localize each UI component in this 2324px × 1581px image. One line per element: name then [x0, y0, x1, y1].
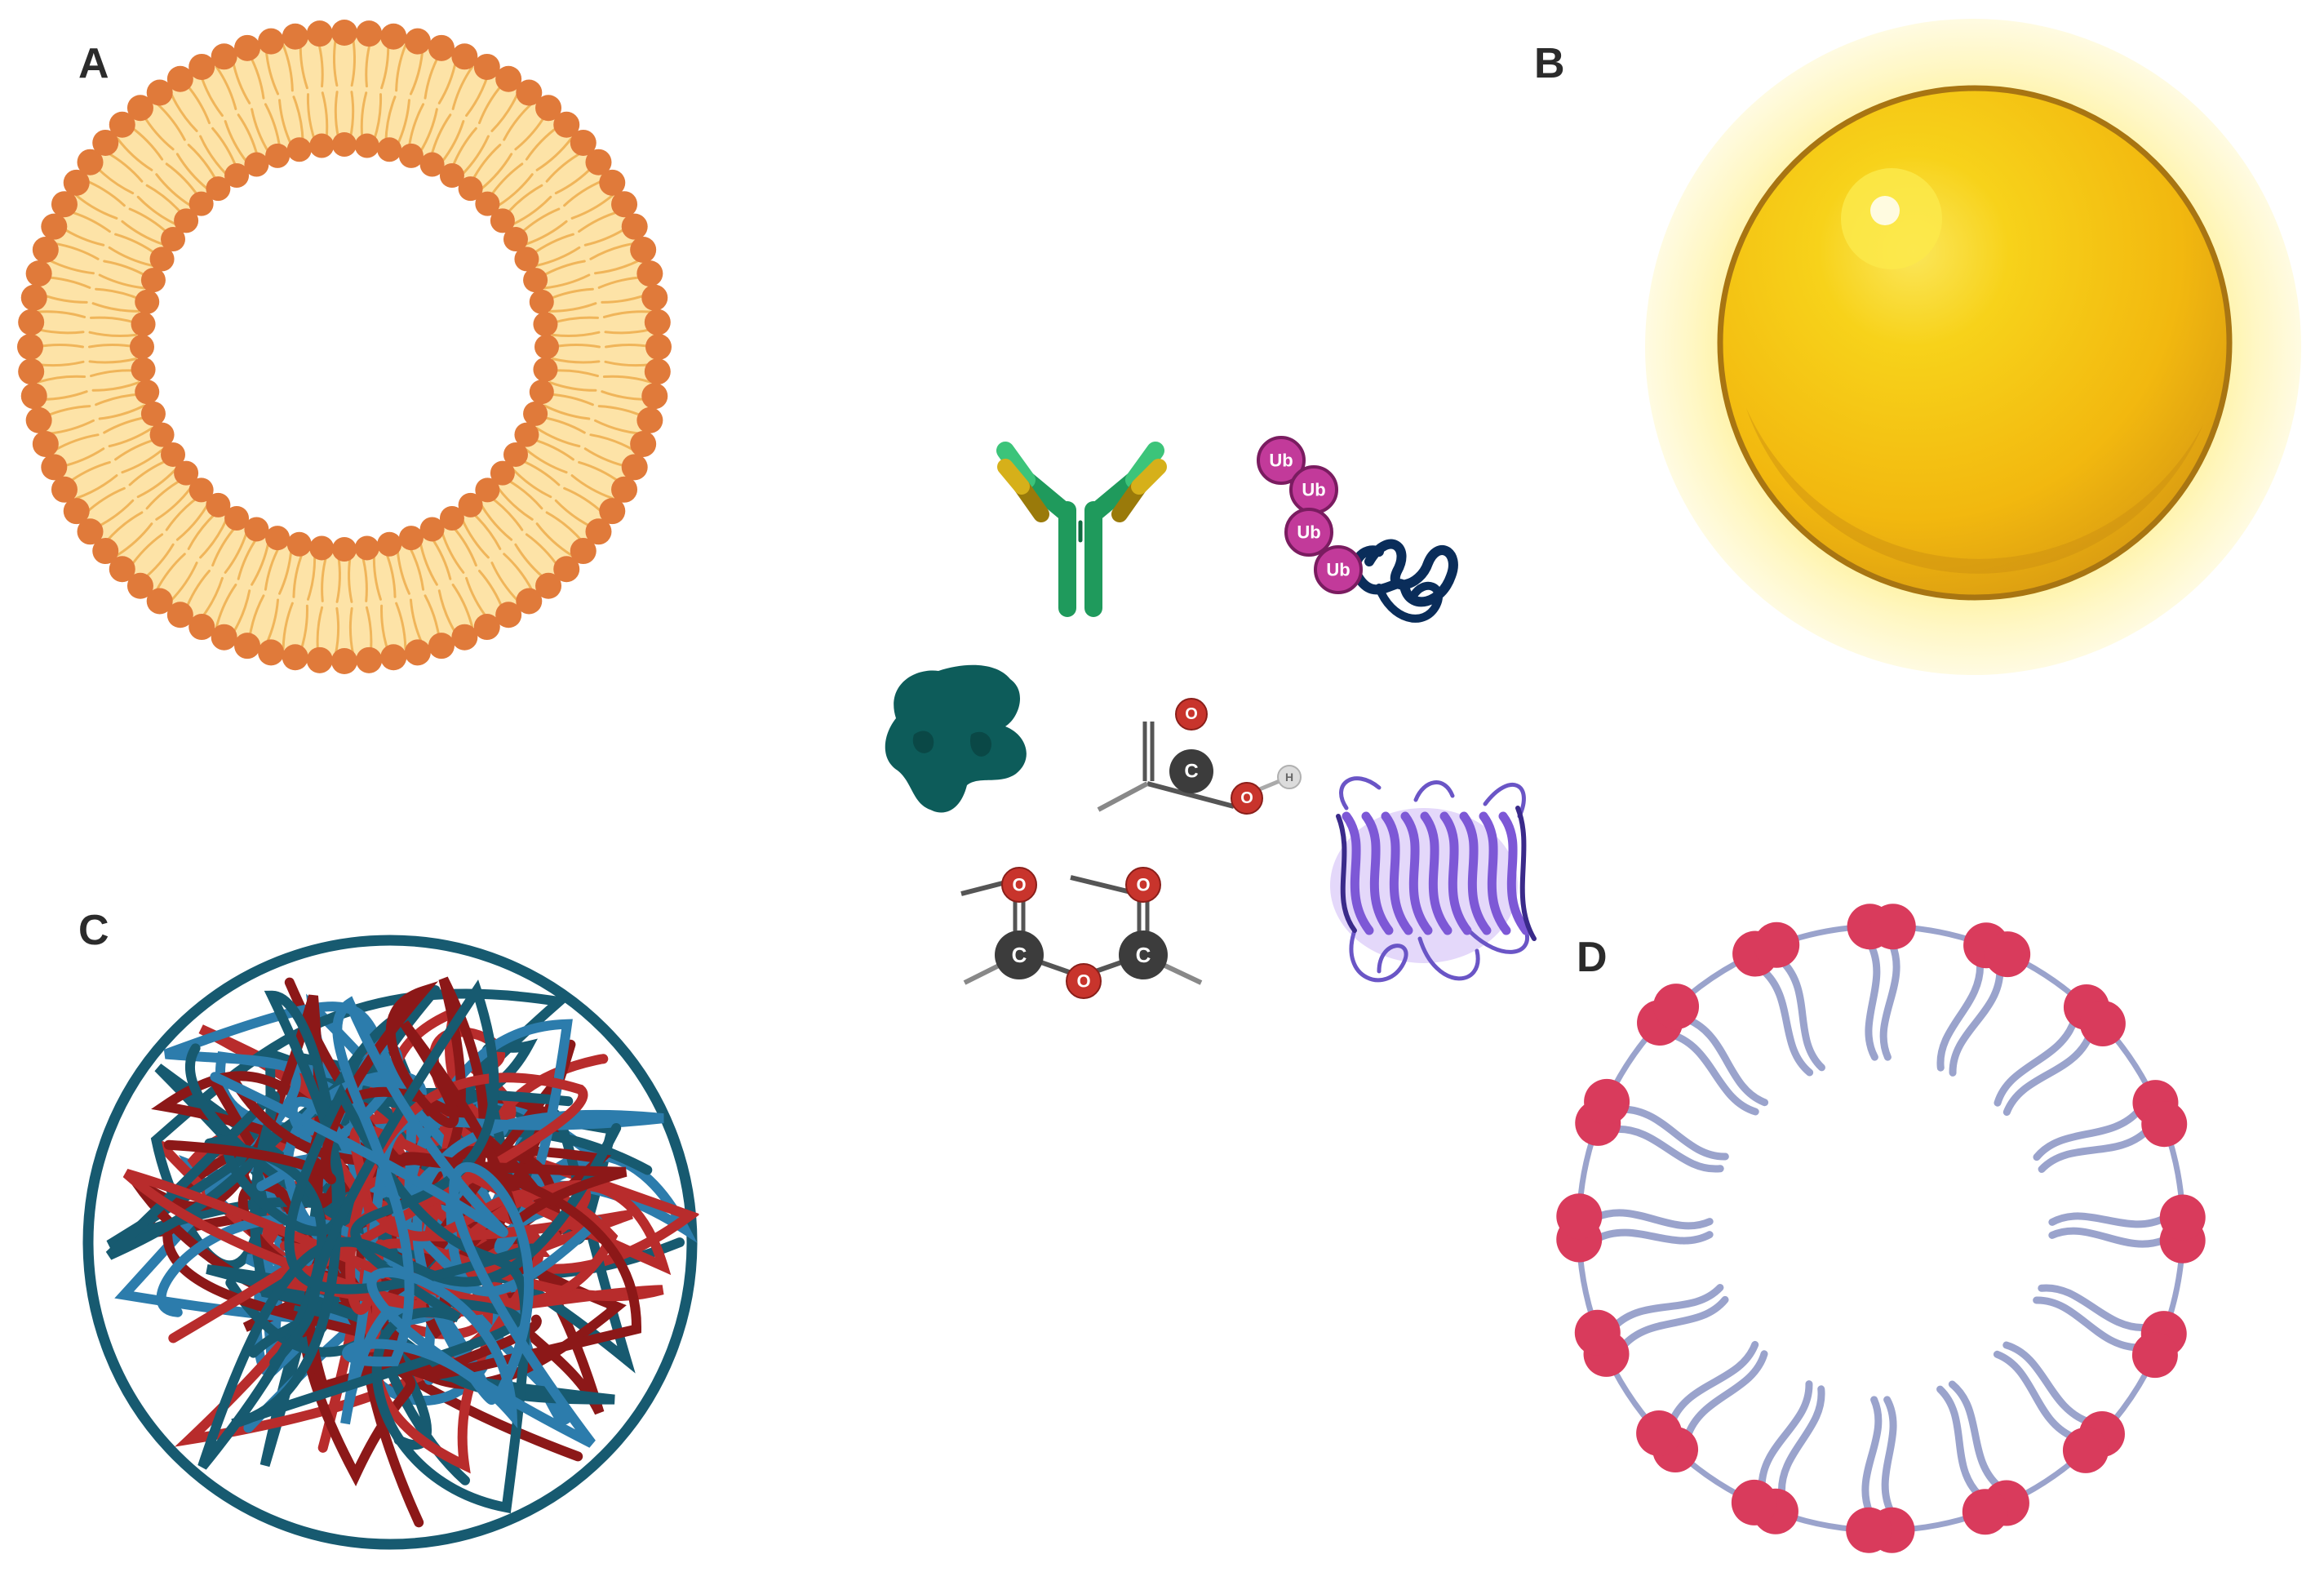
antibody-icon: [996, 442, 1167, 617]
svg-text:O: O: [1136, 875, 1150, 895]
svg-text:Ub: Ub: [1269, 451, 1293, 471]
panel-label-b: B: [1534, 40, 1565, 87]
acetic-anhydride-molecule-icon: O O O C C: [960, 867, 1203, 999]
liposome-icon: [17, 20, 672, 674]
panel-label-c: C: [78, 907, 109, 954]
polymer-strand: [197, 990, 622, 1470]
protein-loops: [1339, 776, 1529, 983]
ubiquitin-unit: Ub: [1314, 545, 1363, 594]
beta-strands: [1342, 811, 1531, 935]
svg-text:O: O: [1012, 875, 1026, 895]
lipid-heads: [17, 20, 672, 674]
svg-text:Ub: Ub: [1297, 522, 1320, 543]
globular-protein-icon: [885, 664, 1027, 813]
svg-text:C: C: [1012, 943, 1027, 967]
ubiquitin-unit: Ub: [1289, 465, 1338, 514]
surfactant-heads: [1556, 904, 2206, 1553]
gold-nanoparticle-icon: [1645, 19, 2301, 675]
polyubiquitin-icon: Ub Ub Ub Ub: [1257, 436, 1458, 623]
acetic-acid-molecule-icon: H O O C: [1097, 698, 1302, 815]
svg-text:O: O: [1240, 789, 1253, 807]
beta-barrel-protein-icon: [1330, 776, 1537, 983]
svg-text:O: O: [1076, 971, 1090, 992]
polymer-strand: [210, 996, 596, 1448]
svg-text:C: C: [1136, 943, 1151, 967]
micelle-icon: [1556, 904, 2206, 1553]
svg-text:C: C: [1184, 761, 1198, 783]
ubiquitin-unit: Ub: [1284, 508, 1333, 557]
beta-strand-edges: [1336, 806, 1537, 941]
panel-label-d: D: [1577, 934, 1608, 981]
polymer-strand: [82, 935, 698, 1550]
panel-label-a: A: [78, 40, 109, 87]
svg-text:Ub: Ub: [1302, 480, 1325, 500]
svg-text:O: O: [1185, 705, 1198, 723]
svg-text:H: H: [1285, 771, 1293, 784]
surfactant-tails: [1593, 940, 2169, 1517]
polymer-nanoparticle-icon: [82, 935, 700, 1550]
svg-text:Ub: Ub: [1326, 560, 1350, 580]
ubiquitin-unit: Ub: [1257, 436, 1306, 485]
lipid-bilayer: [30, 33, 659, 661]
